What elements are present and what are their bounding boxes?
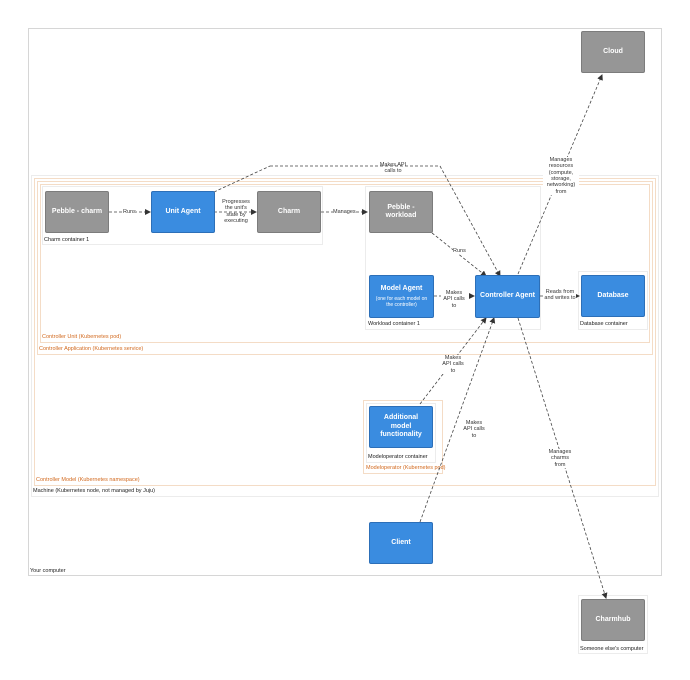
frame-controller-application-label: Controller Application (Kubernetes servi… (39, 346, 144, 352)
frame-database-container-label: Database container (580, 321, 628, 327)
frame-charm-container-label: Charm container 1 (44, 237, 90, 243)
charmhub-node[interactable]: Charmhub (581, 599, 645, 641)
additional-model-functionality-node-label: Additional model functionality (380, 414, 422, 439)
client-node-label: Client (391, 538, 411, 546)
edge-label-api-additional: Makes API calls to (440, 355, 466, 374)
unit-agent-node-label: Unit Agent (165, 207, 201, 215)
edge-label-api-unit: Makes API calls to (379, 162, 407, 175)
edge-label-manages: Manages (333, 209, 356, 216)
charm-node-label: Charm (277, 207, 301, 215)
edge-label-progresses: Progresses the unit's state by executing (222, 199, 250, 224)
charm-node[interactable]: Charm (257, 191, 321, 233)
controller-agent-node-label: Controller Agent (480, 292, 535, 300)
pebble-workload-node[interactable]: Pebble - workload (369, 191, 433, 233)
frame-your-computer (28, 28, 662, 576)
edge-label-manages-resources: Manages resources (compute, storage, net… (543, 157, 579, 195)
frame-database-container (578, 271, 648, 330)
model-agent-node-label: Model Agent (380, 285, 423, 293)
frame-someone-else (578, 595, 648, 654)
controller-agent-node[interactable]: Controller Agent (475, 275, 540, 318)
database-node[interactable]: Database (581, 275, 645, 317)
frame-your-computer-label: Your computer (30, 568, 66, 574)
edge-label-api-model: Makes API calls to (441, 290, 467, 309)
cloud-node[interactable]: Cloud (581, 31, 645, 73)
frame-controller-model-label: Controller Model (Kubernetes namespace) (36, 477, 140, 483)
frame-modeloperator-container-label: Modeloperator container (368, 454, 428, 460)
cloud-node-label: Cloud (603, 47, 623, 55)
pebble-charm-node-label: Pebble - charm (51, 207, 103, 215)
model-agent-node-sublabel: (one for each model on the controller) (375, 295, 428, 308)
pebble-charm-node[interactable]: Pebble - charm (45, 191, 109, 233)
pebble-workload-node-label: Pebble - workload (385, 203, 417, 219)
edge-label-runs-1: Runs (123, 209, 136, 216)
frame-workload-container-label: Workload container 1 (368, 321, 420, 327)
charmhub-node-label: Charmhub (595, 615, 631, 623)
edge-label-manages-charms: Manages charms from (546, 449, 574, 468)
database-node-label: Database (597, 291, 629, 299)
unit-agent-node[interactable]: Unit Agent (151, 191, 215, 233)
frame-controller-unit-label: Controller Unit (Kubernetes pod) (42, 334, 122, 340)
frame-modeloperator-pod-label: Modeloperator (Kubernetes pod) (366, 465, 446, 471)
model-agent-node[interactable]: Model Agent (one for each model on the c… (369, 275, 434, 318)
client-node[interactable]: Client (369, 522, 433, 564)
additional-model-functionality-node[interactable]: Additional model functionality (369, 406, 433, 448)
edge-label-runs-2: Runs (453, 248, 466, 255)
frame-machine-label: Machine (Kubernetes node, not managed by… (33, 488, 155, 494)
edge-label-reads: Reads from and writes to (544, 289, 576, 302)
frame-someone-else-label: Someone else's computer (580, 646, 644, 652)
edge-label-api-client: Makes API calls to (461, 420, 487, 439)
